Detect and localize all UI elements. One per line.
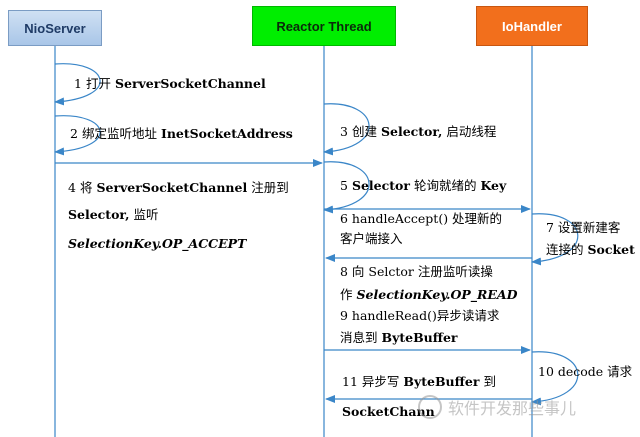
watermark: 软件开发那些事儿 bbox=[418, 395, 576, 419]
message-11-line2: SocketChann bbox=[342, 404, 435, 419]
message-7-line1: 7 设置新建客 bbox=[546, 220, 621, 235]
message-6-line1: 6 handleAccept() 处理新的 bbox=[340, 211, 503, 226]
wechat-logo-icon bbox=[418, 395, 442, 419]
self-arrow-1 bbox=[54, 63, 101, 106]
message-4-line2: Selector,监听 bbox=[68, 207, 159, 222]
participant-nioserver: NioServer bbox=[8, 10, 102, 46]
self-arrow-5 bbox=[323, 161, 370, 214]
message-10-label: 10 decode 请求 bbox=[538, 364, 633, 379]
self-arrow-7 bbox=[531, 213, 579, 266]
message-4-line3: SelectionKey.OP_ACCEPT bbox=[68, 236, 247, 251]
participant-reactor-thread: Reactor Thread bbox=[252, 6, 396, 46]
watermark-text: 软件开发那些事儿 bbox=[448, 399, 577, 418]
self-arrow-10 bbox=[531, 351, 579, 406]
message-8-line1: 8 向 Selctor 注册监听读操 bbox=[340, 264, 493, 279]
message-6-line2: 客户端接入 bbox=[340, 231, 403, 246]
self-arrow-2 bbox=[54, 115, 101, 156]
participant-iohandler: IoHandler bbox=[476, 6, 588, 46]
message-9-line1: 9 handleRead()异步读请求 bbox=[340, 308, 500, 323]
self-arrow-3 bbox=[323, 103, 370, 156]
